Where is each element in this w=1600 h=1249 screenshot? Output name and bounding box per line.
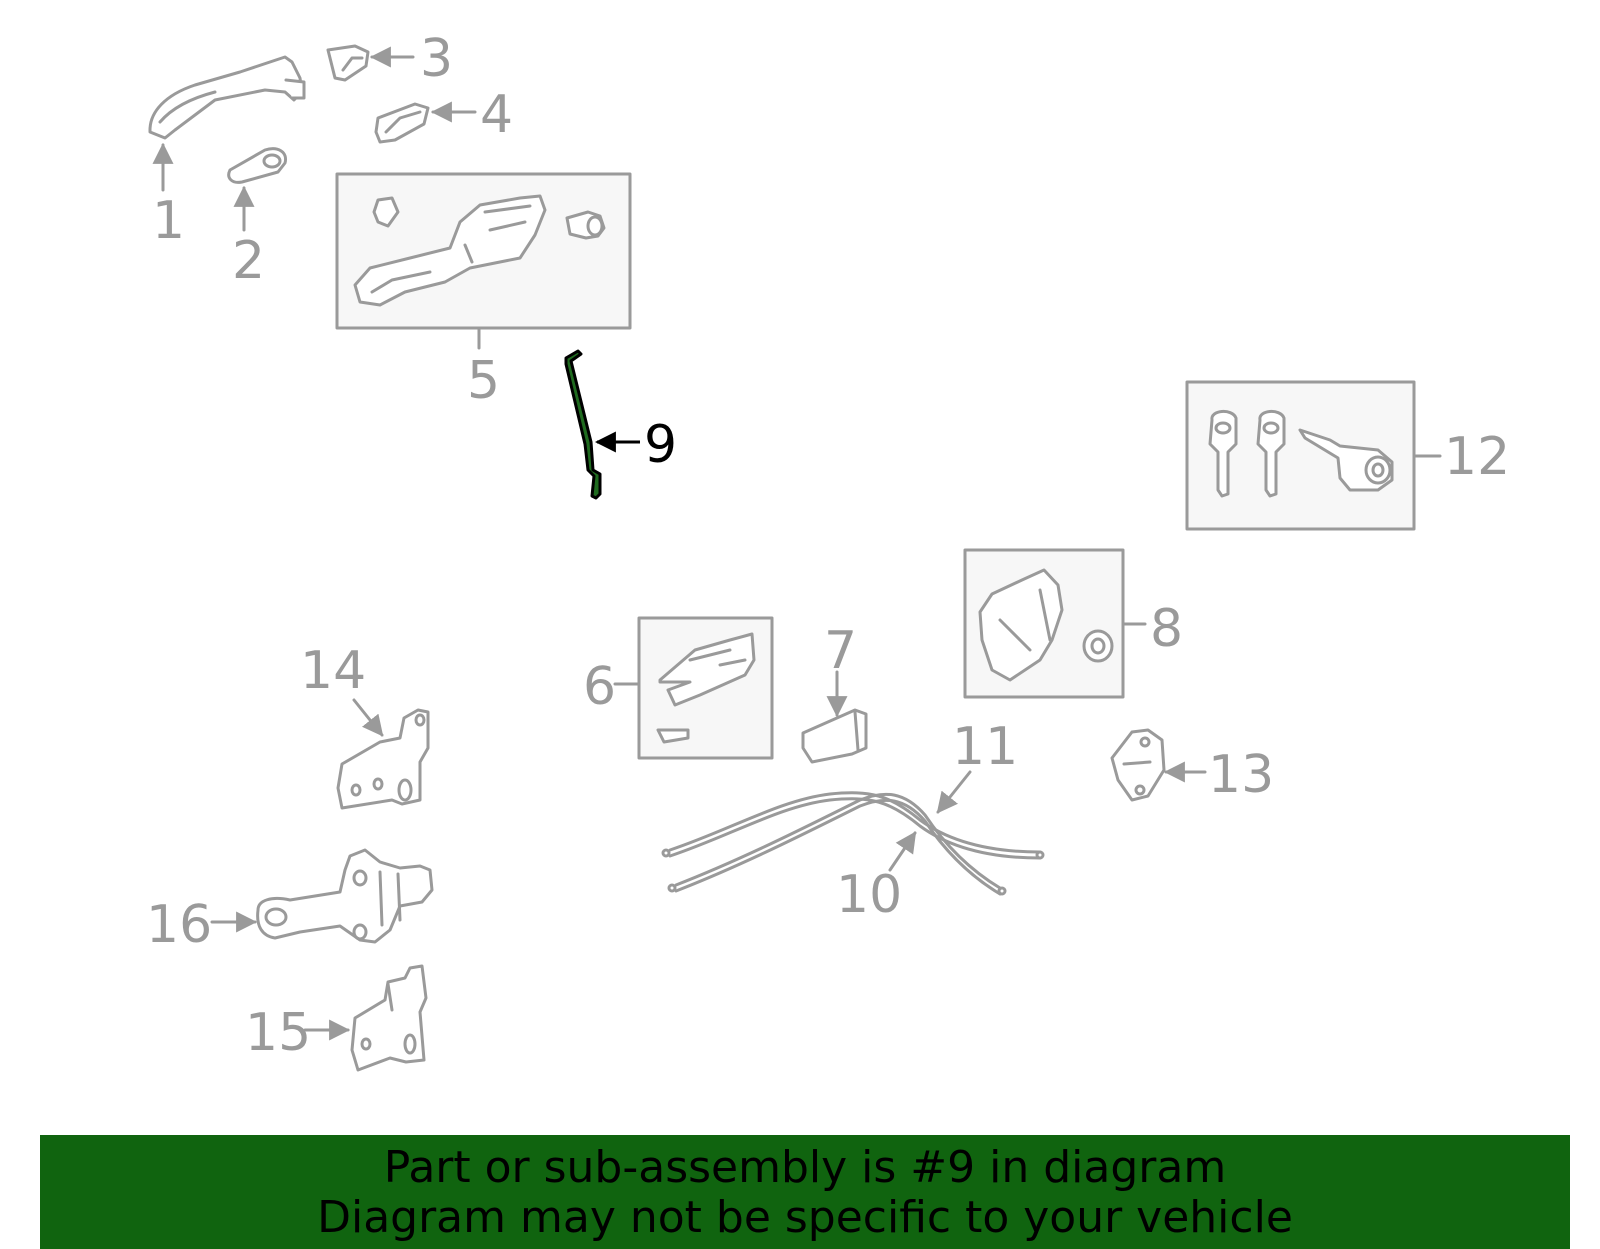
callout-6: 6 [583,657,616,717]
callout-9: 9 [644,415,677,475]
part-12-key-set [1208,410,1394,498]
callout-4: 4 [480,85,513,145]
arrow-10 [888,831,917,872]
callout-15: 15 [245,1003,311,1063]
part-9-rod-highlighted [564,349,602,500]
arrow-14 [352,698,384,737]
part-8-lock [978,568,1114,682]
part-14-hinge [336,708,430,810]
part-2-cap [227,147,288,184]
callout-8: 8 [1150,599,1183,659]
arrow-11 [936,770,972,814]
part-13-striker [1110,728,1166,802]
part-4-cover [374,102,430,144]
callout-3: 3 [420,29,453,89]
part-10-11-cables [661,791,1045,896]
callout-7: 7 [824,621,857,681]
part-5-handle-frame [353,194,606,307]
footer-line-1: Part or sub-assembly is #9 in diagram [383,1142,1227,1193]
part-7-cap [801,708,868,764]
callout-2: 2 [232,231,265,291]
footer-banner: Part or sub-assembly is #9 in diagram Di… [40,1135,1570,1249]
callout-5: 5 [467,351,500,411]
callout-1: 1 [152,191,185,251]
footer-line-2: Diagram may not be specific to your vehi… [317,1192,1293,1243]
part-1-outside-handle [148,55,306,140]
part-16-door-check [256,848,434,944]
callout-16: 16 [146,895,212,955]
callout-10: 10 [836,865,902,925]
callout-12: 12 [1444,427,1510,487]
part-15-hinge [350,964,428,1072]
part-6-handle [656,632,756,744]
callout-14: 14 [300,641,366,701]
callout-11: 11 [952,717,1018,777]
callout-13: 13 [1208,745,1274,805]
part-3-cap [326,44,370,82]
